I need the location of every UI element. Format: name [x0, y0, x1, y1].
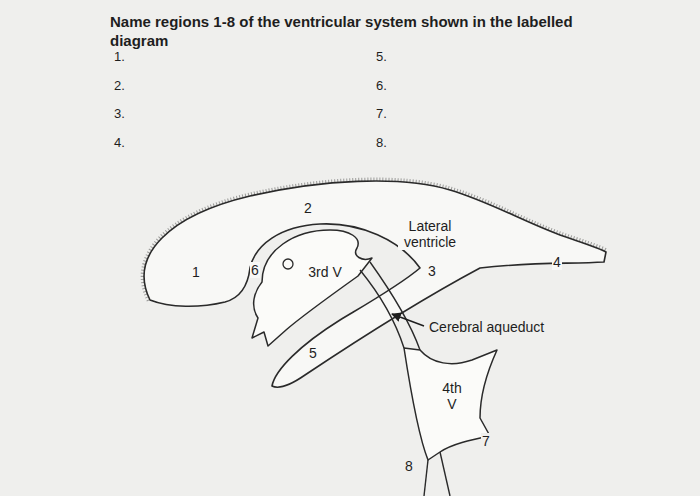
third-ventricle-outline: [252, 230, 372, 346]
lateral-ventricle-outline: [144, 181, 606, 387]
answer-number: 4.: [113, 135, 126, 151]
callout-number: 7: [481, 433, 491, 449]
callout-number: 6: [250, 262, 260, 278]
aqueduct-wall: [370, 262, 420, 350]
leader-arrow: [392, 314, 424, 326]
aqueduct-wall: [360, 270, 404, 348]
callout-number: 8: [404, 458, 414, 474]
answer-number: 5.: [375, 49, 388, 65]
central-canal-wall: [440, 452, 450, 496]
answer-number: 2.: [113, 78, 126, 94]
answer-number: 6.: [375, 78, 388, 94]
fourth-ventricle-outline: [404, 348, 497, 460]
question-heading: Name regions 1-8 of the ventricular syst…: [110, 12, 590, 50]
structure-label: 4th V: [438, 380, 466, 412]
callout-number: 3: [427, 263, 437, 279]
structure-label: Lateral ventricle: [398, 218, 462, 250]
callout-number: 2: [303, 200, 313, 216]
callout-number: 4: [552, 254, 562, 270]
structure-label: Cerebral aqueduct: [428, 319, 545, 335]
interthalamic-adhesion: [283, 259, 293, 269]
central-canal-wall: [424, 460, 428, 496]
callout-number: 1: [191, 264, 201, 280]
structure-label: 3rd V: [307, 264, 342, 280]
answer-number: 3.: [113, 106, 126, 122]
answer-number: 7.: [375, 106, 388, 122]
callout-number: 5: [308, 345, 318, 361]
answer-number: 8.: [375, 135, 388, 151]
answer-number: 1.: [113, 49, 126, 65]
